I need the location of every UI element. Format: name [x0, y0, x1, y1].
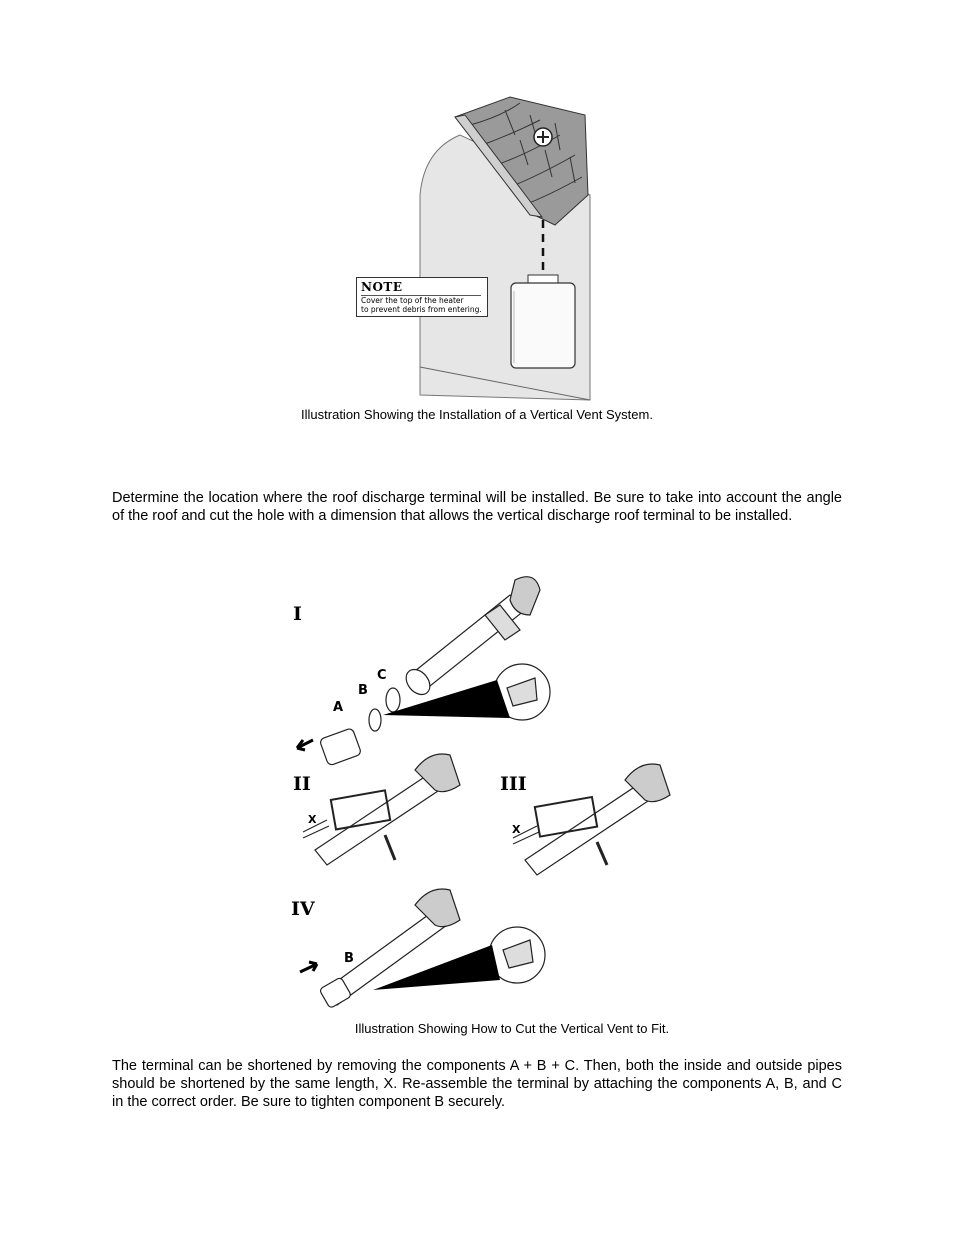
step-label-3: III — [500, 773, 527, 795]
note-callout: NOTE Cover the top of the heater to prev… — [356, 277, 488, 317]
paragraph-roof-hole: Determine the location where the roof di… — [112, 490, 842, 524]
note-heading: NOTE — [361, 280, 403, 294]
note-text: Cover the top of the heater to prevent d… — [361, 296, 485, 314]
vent-cutting-steps-illustration — [295, 576, 671, 1008]
dimension-label-x-step2: X — [308, 813, 317, 826]
note-text-line-2: to prevent debris from entering. — [361, 304, 482, 314]
step-label-1: I — [293, 603, 302, 625]
step-label-4: IV — [291, 898, 315, 920]
note-divider — [361, 295, 481, 296]
figure1-caption: Illustration Showing the Installation of… — [301, 407, 653, 422]
figure2-caption: Illustration Showing How to Cut the Vert… — [354, 1021, 670, 1036]
paragraph-shorten-terminal: The terminal can be shortened by removin… — [112, 1058, 842, 1110]
note-text-line-1: Cover the top of the heater — [361, 296, 464, 305]
component-label-c: C — [377, 668, 387, 683]
step-label-2: II — [293, 773, 311, 795]
component-label-b-step4: B — [344, 951, 354, 966]
component-label-b: B — [358, 683, 368, 698]
dimension-label-x-step3: X — [512, 823, 521, 836]
vertical-vent-installation-illustration — [419, 96, 591, 401]
component-label-a: A — [333, 700, 344, 715]
